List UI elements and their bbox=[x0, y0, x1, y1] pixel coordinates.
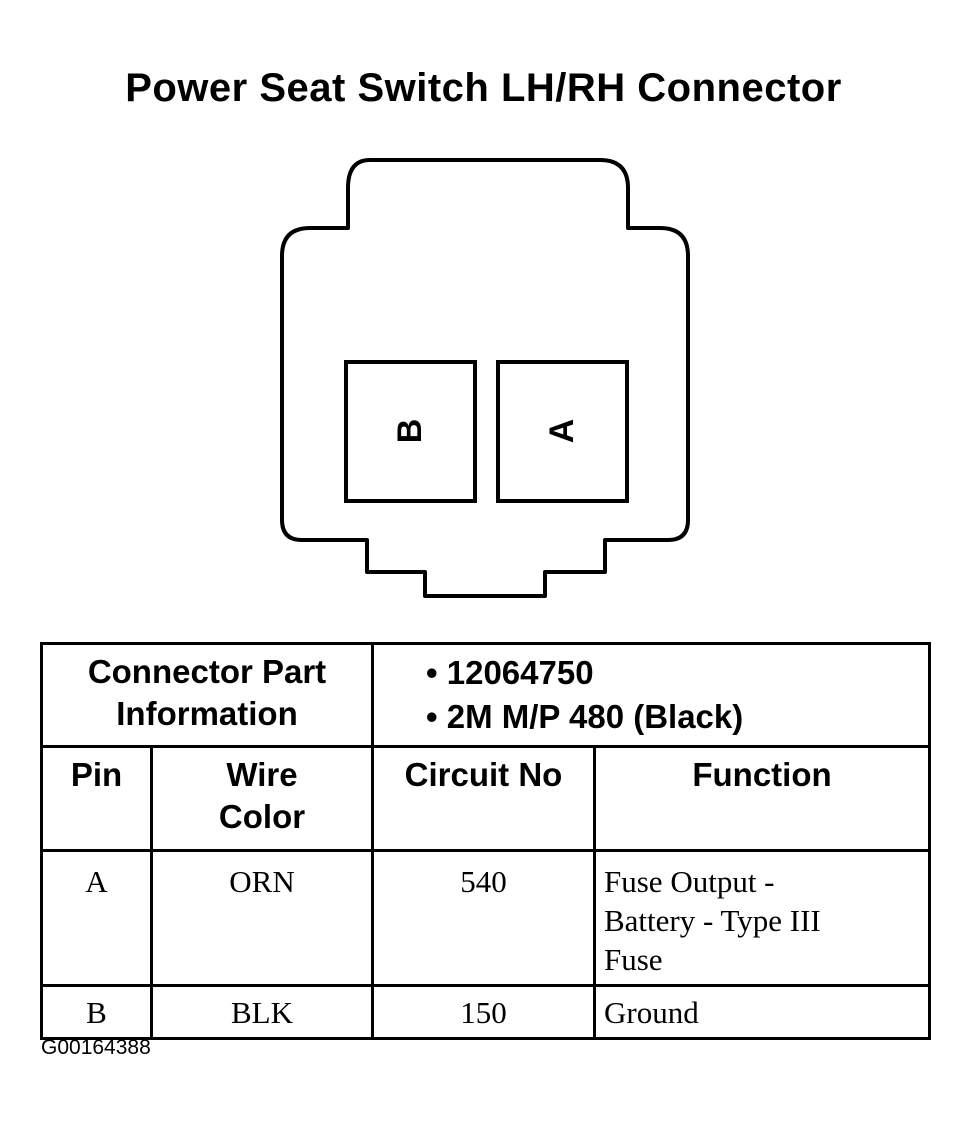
circuit-cell: 540 bbox=[371, 849, 596, 987]
wire-color-cell: ORN bbox=[150, 849, 374, 987]
pin-cell: B bbox=[40, 984, 153, 1040]
pin-label-b: B bbox=[391, 419, 429, 444]
part-info-values: • 12064750 • 2M M/P 480 (Black) bbox=[370, 642, 932, 748]
figure-id: G00164388 bbox=[41, 1036, 151, 1059]
column-header-wire-color: Wire Color bbox=[150, 745, 374, 852]
pin-label-a: A bbox=[543, 419, 581, 444]
part-info-header-line: Information bbox=[116, 695, 298, 732]
column-header-function: Function bbox=[592, 745, 932, 852]
part-description: • 2M M/P 480 (Black) bbox=[426, 698, 744, 735]
circuit-cell: 150 bbox=[371, 984, 596, 1040]
part-info-header: Connector Part Information bbox=[40, 642, 374, 748]
part-info-header-line: Connector Part bbox=[87, 653, 327, 690]
part-number: • 12064750 bbox=[426, 654, 594, 691]
pin-cavity-a bbox=[496, 360, 629, 503]
table-row: B BLK 150 Ground bbox=[40, 984, 932, 1040]
pin-cavity-b bbox=[344, 360, 477, 503]
table-row: A ORN 540 Fuse Output - Battery - Type I… bbox=[40, 849, 932, 987]
part-info-row: Connector Part Information • 12064750 • … bbox=[40, 642, 932, 748]
connector-face-diagram: B A bbox=[280, 158, 690, 598]
wire-color-cell: BLK bbox=[150, 984, 374, 1040]
column-header-circuit-no: Circuit No bbox=[371, 745, 596, 852]
pin-cell: A bbox=[40, 849, 153, 987]
connector-housing-outline bbox=[280, 158, 690, 598]
connector-pinout-table: Connector Part Information • 12064750 • … bbox=[40, 642, 932, 1040]
column-header-row: Pin Wire Color Circuit No Function bbox=[40, 745, 932, 852]
function-cell: Ground bbox=[592, 984, 932, 1040]
page-title: Power Seat Switch LH/RH Connector bbox=[125, 66, 842, 110]
function-cell: Fuse Output - Battery - Type III Fuse bbox=[592, 849, 932, 987]
column-header-pin: Pin bbox=[40, 745, 153, 852]
